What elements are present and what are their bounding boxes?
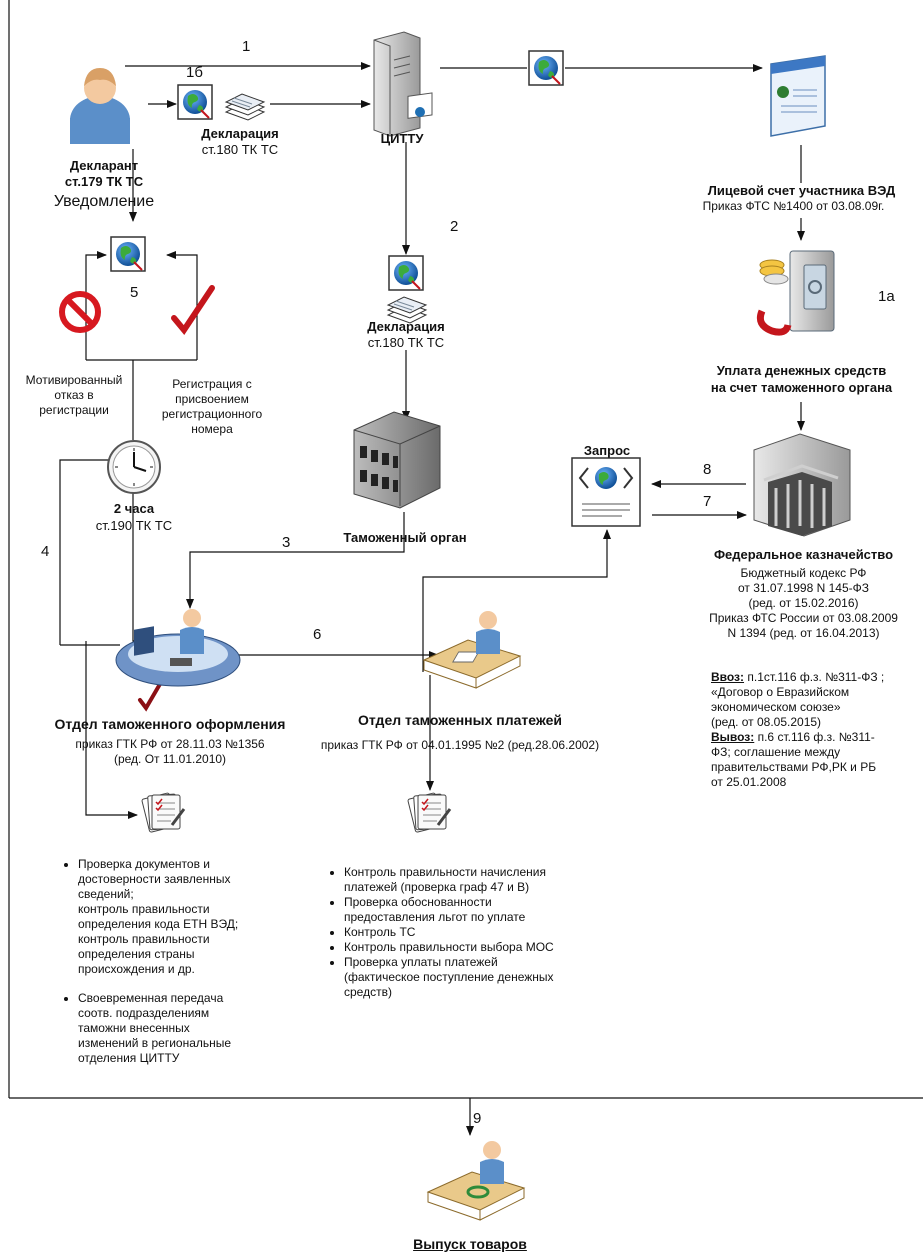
- treasury-line4: Приказ ФТС России от 03.08.2009: [709, 611, 898, 625]
- clearance-task-item: Проверка документов и достоверности заяв…: [78, 857, 308, 977]
- browser-window-icon: [770, 55, 826, 137]
- step-number-1b: 1б: [186, 64, 203, 81]
- payments-task-item: Контроль ТС: [344, 925, 634, 940]
- declaration-mid-ref: ст.180 ТК ТС: [367, 335, 445, 350]
- declarant-title: Декларант: [69, 158, 139, 173]
- safe-coins-icon: [756, 250, 835, 336]
- step-number-4: 4: [41, 543, 50, 560]
- treasury-line1: Бюджетный кодекс РФ: [740, 566, 867, 580]
- refusal-line3: регистрации: [39, 403, 109, 417]
- connectors: [59, 62, 805, 1136]
- refusal-line2: отказ в: [54, 388, 94, 402]
- release-desk-icon: [426, 1141, 526, 1221]
- payments-task-item: Контроль правильности выбора МОС: [344, 940, 634, 955]
- payment-line1: Уплата денежных средств: [716, 363, 887, 378]
- declaration-top-ref: ст.180 ТК ТС: [201, 142, 279, 157]
- treasury-building-icon: [753, 433, 851, 537]
- import-line4: (ред. от 08.05.2015): [711, 715, 822, 729]
- payments-task-item: Проверка уплаты платежей (фактическое по…: [344, 955, 634, 1000]
- customs-label: Таможенный орган: [343, 530, 467, 545]
- clock-icon: [107, 440, 161, 494]
- clearance-check-icon: [138, 682, 162, 712]
- timer-ref: ст.190 ТК ТС: [95, 518, 173, 533]
- clearance-task-item: Своевременная передача соотв. подразделе…: [78, 991, 308, 1066]
- timer-title: 2 часа: [113, 501, 155, 516]
- step-number-7: 7: [703, 493, 712, 510]
- registration-line2: присвоением: [175, 392, 249, 406]
- clearance-task-list: Проверка документов и достоверности заяв…: [52, 857, 308, 1080]
- checklist-icon-payments: [406, 791, 452, 834]
- server-icon: [373, 31, 433, 137]
- request-label: Запрос: [583, 443, 631, 458]
- payments-task-item: Контроль правильности начисления платеже…: [344, 865, 634, 895]
- step-number-8: 8: [703, 461, 712, 478]
- account-title: Лицевой счет участника ВЭД: [707, 183, 896, 198]
- export-text1: п.6 ст.116 ф.з. №311-: [754, 730, 875, 744]
- citty-label: ЦИТТУ: [380, 131, 424, 146]
- payments-dept-title: Отдел таможенных платежей: [358, 712, 562, 728]
- step-number-5: 5: [130, 284, 139, 301]
- export-label: Вывоз:: [711, 730, 755, 744]
- declaration-top-title: Декларация: [201, 126, 279, 141]
- step-number-1a: 1а: [878, 288, 895, 305]
- declarant-ref: ст.179 ТК ТС: [64, 174, 144, 189]
- registration-line1: Регистрация с: [172, 377, 252, 391]
- checklist-icon-clearance: [140, 791, 186, 834]
- payments-task-item: Проверка обоснованности предоставления л…: [344, 895, 634, 925]
- payments-task-list: Контроль правильности начисления платеже…: [318, 865, 634, 1000]
- notice-label: Уведомление: [53, 193, 155, 210]
- import-line2: «Договор о Евразийском: [711, 685, 850, 699]
- step-number-9: 9: [473, 1110, 482, 1127]
- treasury-line3: (ред. от 15.02.2016): [748, 596, 859, 610]
- approval-check-icon: [171, 285, 215, 336]
- step-number-3: 3: [282, 534, 291, 551]
- declaration-mid-title: Декларация: [367, 319, 445, 334]
- treasury-line2: от 31.07.1998 N 145-ФЗ: [737, 581, 870, 595]
- registration-line4: номера: [191, 422, 233, 436]
- clearance-workstation-icon: [115, 609, 241, 687]
- registration-line3: регистрационного: [161, 407, 263, 421]
- step-number-1: 1: [242, 38, 251, 55]
- treasury-line5: N 1394 (ред. от 16.04.2013): [727, 626, 880, 640]
- clearance-line2: (ред. От 11.01.2010): [113, 752, 227, 766]
- globe-icon-5: [110, 236, 146, 272]
- customs-building-icon: [353, 411, 441, 509]
- request-document-icon: [571, 457, 641, 527]
- export-line3: правительствами РФ,РК и РБ: [711, 760, 877, 774]
- payments-desk-icon: [422, 611, 522, 689]
- globe-icon-1b: [177, 84, 213, 120]
- declarant-person-icon: [70, 68, 130, 144]
- export-line1: Вывоз: п.6 ст.116 ф.з. №311-: [711, 730, 875, 745]
- import-line1: Ввоз: п.1ст.116 ф.з. №311-ФЗ ;: [711, 670, 884, 685]
- refusal-icon: [59, 291, 101, 333]
- treasury-title: Федеральное казначейство: [713, 547, 894, 562]
- globe-icon-top: [528, 50, 564, 86]
- refusal-line1: Мотивированный: [25, 373, 123, 387]
- release-label: Выпуск товаров: [413, 1236, 527, 1252]
- globe-icon-2: [388, 255, 424, 291]
- import-label: Ввоз:: [711, 670, 745, 684]
- import-line3: экономическом союзе»: [711, 700, 841, 714]
- clearance-title: Отдел таможенного оформления: [54, 716, 286, 732]
- export-line2: ФЗ; соглашение между: [711, 745, 841, 759]
- export-line4: от 25.01.2008: [711, 775, 787, 789]
- step-number-2: 2: [450, 218, 459, 235]
- import-text1: п.1ст.116 ф.з. №311-ФЗ ;: [744, 670, 885, 684]
- payment-line2: на счет таможенного органа: [710, 380, 893, 395]
- payments-dept-line1: приказ ГТК РФ от 04.01.1995 №2 (ред.28.0…: [320, 738, 600, 752]
- doc-stack-icon-top: [225, 93, 265, 121]
- account-ref: Приказ ФТС №1400 от 03.08.09г.: [702, 199, 885, 213]
- clearance-line1: приказ ГТК РФ от 28.11.03 №1356: [75, 737, 265, 751]
- step-number-6: 6: [313, 626, 322, 643]
